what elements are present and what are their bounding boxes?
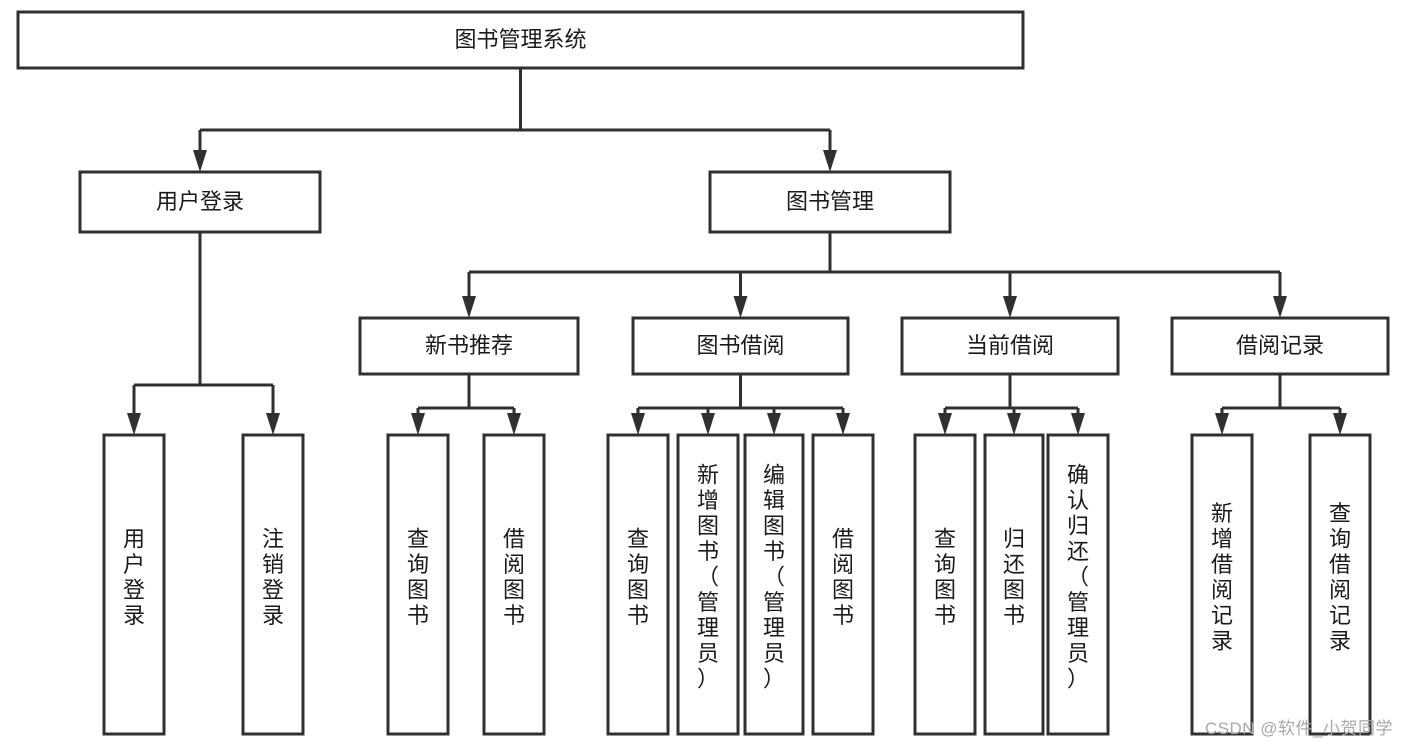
node-leaf-confirm-return[interactable]: 确认归还（管理员） bbox=[1046, 433, 1110, 736]
node-box-leaf-query-book-2 bbox=[606, 433, 670, 736]
node-label-leaf-confirm-return: 确认归还（管理员） bbox=[1067, 463, 1089, 692]
node-root[interactable]: 图书管理系统 bbox=[16, 10, 1025, 70]
node-leaf-query-book-1[interactable]: 查询图书 bbox=[386, 433, 450, 736]
node-label-root: 图书管理系统 bbox=[454, 27, 586, 52]
connector-layer bbox=[127, 68, 1347, 435]
node-leaf-logout[interactable]: 注销登录 bbox=[241, 433, 305, 736]
node-label-leaf-borrow-book-2: 借阅图书 bbox=[832, 526, 854, 628]
arrow-head-icon-borrow-record bbox=[1273, 296, 1287, 318]
arrow-head-icon-leaf-query-book-1 bbox=[411, 413, 425, 435]
node-box-book-borrow bbox=[631, 316, 850, 376]
node-box-root bbox=[16, 10, 1025, 70]
node-label-book-manage: 图书管理 bbox=[786, 189, 874, 214]
node-leaf-borrow-book-2[interactable]: 借阅图书 bbox=[811, 433, 875, 736]
node-label-leaf-query-book-2: 查询图书 bbox=[627, 526, 649, 628]
node-leaf-query-book-3[interactable]: 查询图书 bbox=[913, 433, 977, 736]
node-leaf-add-book[interactable]: 新增图书（管理员） bbox=[676, 433, 740, 736]
node-leaf-user-login[interactable]: 用户登录 bbox=[102, 433, 166, 736]
node-box-leaf-confirm-return bbox=[1046, 433, 1110, 736]
node-box-leaf-borrow-book-2 bbox=[811, 433, 875, 736]
node-label-leaf-user-login: 用户登录 bbox=[123, 526, 145, 628]
node-label-leaf-query-book-3: 查询图书 bbox=[934, 526, 956, 628]
node-box-current-borrow bbox=[900, 316, 1120, 376]
node-label-borrow-record: 借阅记录 bbox=[1236, 333, 1324, 358]
arrow-head-icon-leaf-query-book-3 bbox=[938, 413, 952, 435]
node-box-borrow-record bbox=[1170, 316, 1390, 376]
arrow-head-icon-leaf-borrow-book-2 bbox=[836, 413, 850, 435]
node-label-leaf-logout: 注销登录 bbox=[262, 526, 284, 628]
node-box-leaf-add-record bbox=[1190, 433, 1254, 736]
node-leaf-add-record[interactable]: 新增借阅记录 bbox=[1190, 433, 1254, 736]
node-book-borrow[interactable]: 图书借阅 bbox=[631, 316, 850, 376]
arrow-head-icon-current-borrow bbox=[1003, 296, 1017, 318]
node-label-leaf-query-book-1: 查询图书 bbox=[407, 526, 429, 628]
node-box-leaf-query-book-1 bbox=[386, 433, 450, 736]
node-label-leaf-borrow-book-1: 借阅图书 bbox=[503, 526, 525, 628]
node-label-leaf-edit-book: 编辑图书（管理员） bbox=[763, 463, 785, 692]
node-label-leaf-query-record: 查询借阅记录 bbox=[1329, 501, 1351, 654]
node-layer: 图书管理系统用户登录图书管理新书推荐图书借阅当前借阅借阅记录用户登录注销登录查询… bbox=[16, 10, 1390, 736]
arrow-head-icon-leaf-query-record bbox=[1333, 413, 1347, 435]
node-box-leaf-query-book-3 bbox=[913, 433, 977, 736]
node-label-current-borrow: 当前借阅 bbox=[966, 333, 1054, 358]
node-box-leaf-query-record bbox=[1308, 433, 1372, 736]
arrow-head-icon-user-login bbox=[193, 150, 207, 172]
node-box-leaf-add-book bbox=[676, 433, 740, 736]
node-box-new-book-recommend bbox=[358, 316, 580, 376]
arrow-head-icon-leaf-borrow-book-1 bbox=[507, 413, 521, 435]
node-leaf-query-book-2[interactable]: 查询图书 bbox=[606, 433, 670, 736]
arrow-head-icon-book-borrow bbox=[733, 296, 748, 318]
node-label-leaf-return-book: 归还图书 bbox=[1003, 526, 1025, 628]
arrow-head-icon-book-manage bbox=[823, 150, 837, 172]
node-leaf-edit-book[interactable]: 编辑图书（管理员） bbox=[743, 433, 805, 736]
node-label-user-login: 用户登录 bbox=[156, 189, 244, 214]
node-borrow-record[interactable]: 借阅记录 bbox=[1170, 316, 1390, 376]
arrow-head-icon-leaf-add-record bbox=[1215, 413, 1229, 435]
node-label-leaf-add-book: 新增图书（管理员） bbox=[697, 463, 719, 692]
node-leaf-query-record[interactable]: 查询借阅记录 bbox=[1308, 433, 1372, 736]
arrow-head-icon-leaf-logout bbox=[266, 413, 280, 435]
node-current-borrow[interactable]: 当前借阅 bbox=[900, 316, 1120, 376]
arrow-head-icon-leaf-query-book-2 bbox=[631, 413, 645, 435]
node-user-login[interactable]: 用户登录 bbox=[78, 170, 322, 234]
node-label-book-borrow: 图书借阅 bbox=[696, 333, 784, 358]
node-box-leaf-user-login bbox=[102, 433, 166, 736]
node-box-user-login bbox=[78, 170, 322, 234]
node-new-book-recommend[interactable]: 新书推荐 bbox=[358, 316, 580, 376]
node-label-leaf-add-record: 新增借阅记录 bbox=[1211, 501, 1233, 654]
arrow-head-icon-leaf-add-book bbox=[701, 413, 715, 435]
arrow-head-icon-leaf-user-login bbox=[127, 413, 141, 435]
node-box-leaf-logout bbox=[241, 433, 305, 736]
node-leaf-return-book[interactable]: 归还图书 bbox=[983, 433, 1045, 736]
node-leaf-borrow-book-1[interactable]: 借阅图书 bbox=[482, 433, 546, 736]
arrow-head-icon-leaf-confirm-return bbox=[1071, 413, 1085, 435]
node-box-leaf-edit-book bbox=[743, 433, 805, 736]
node-label-new-book-recommend: 新书推荐 bbox=[425, 333, 513, 358]
node-box-leaf-return-book bbox=[983, 433, 1045, 736]
arrow-head-icon-new-book-recommend bbox=[462, 296, 476, 318]
node-box-leaf-borrow-book-1 bbox=[482, 433, 546, 736]
node-box-book-manage bbox=[708, 170, 952, 234]
arrow-head-icon-leaf-return-book bbox=[1007, 413, 1021, 435]
node-book-manage[interactable]: 图书管理 bbox=[708, 170, 952, 234]
arrow-head-icon-leaf-edit-book bbox=[767, 413, 781, 435]
